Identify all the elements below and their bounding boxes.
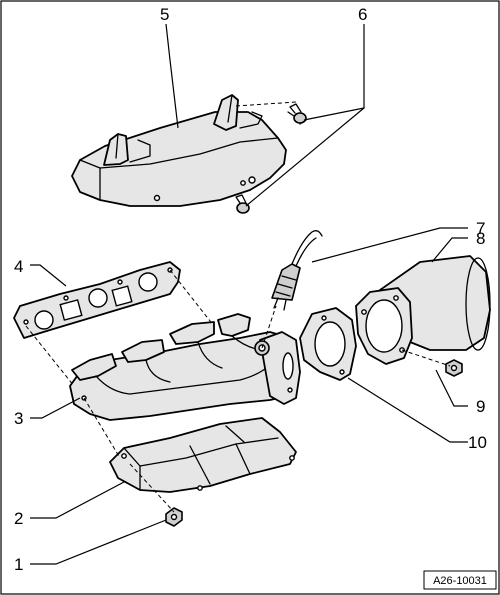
reference-code-box (423, 570, 497, 590)
callout-5: 5 (160, 5, 169, 24)
alignment-lines (25, 101, 451, 513)
callout-8: 8 (476, 229, 485, 248)
manifold-gasket (13, 261, 181, 339)
nut-converter (445, 359, 463, 377)
callout-6: 6 (358, 5, 367, 24)
callout-10: 10 (468, 433, 487, 452)
reference-code: A26-10031 (433, 575, 487, 587)
callout-4: 4 (14, 257, 23, 276)
oxygen-sensor (271, 230, 323, 311)
bolt-lower (235, 194, 250, 214)
catalytic-converter (355, 255, 491, 365)
leader-lines (30, 23, 468, 565)
callout-2: 2 (14, 509, 23, 528)
callout-3: 3 (14, 409, 23, 428)
callout-1: 1 (14, 555, 23, 574)
bolt-upper (287, 103, 307, 125)
callout-9: 9 (476, 397, 485, 416)
lower-heat-shield (109, 417, 297, 493)
callout-7: 7 (476, 219, 485, 238)
flange-gasket (299, 307, 357, 381)
upper-heat-shield (71, 94, 287, 207)
exhaust-manifold (69, 313, 301, 421)
nut-lower (165, 507, 183, 527)
